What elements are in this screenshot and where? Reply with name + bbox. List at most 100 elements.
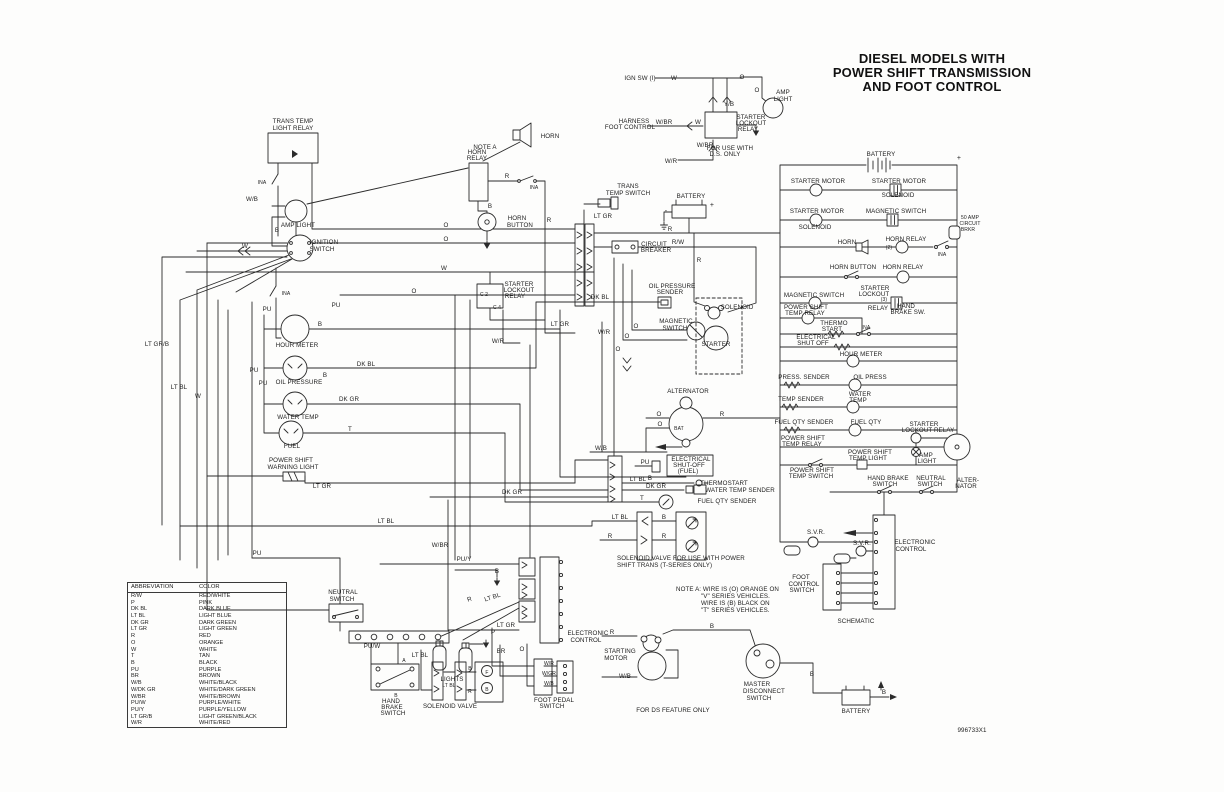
- power-shift-warning-light: [282, 471, 306, 482]
- label-note-a-4: "T" SERIES VEHICLES.: [701, 607, 770, 614]
- label-wire-o-f: O: [520, 646, 525, 653]
- label-wire-o-i: O: [616, 346, 621, 353]
- ignition-switch: [286, 234, 314, 262]
- ps-solenoid-valve: [599, 511, 707, 561]
- label-l-slr-1: STARTER: [909, 421, 938, 428]
- label-wire-dkgr-b: DK GR: [502, 489, 523, 496]
- label-wire-yb: Y/B: [724, 101, 734, 108]
- label-wire-pu-b: PU: [332, 302, 341, 309]
- label-wire-ltbl-d: LT BL: [442, 683, 455, 689]
- amp-light-top-lamp: [762, 97, 784, 119]
- label-ttlr-1: TRANS TEMP: [273, 118, 314, 125]
- label-l-ps-temp-sw-2: TEMP SWITCH: [789, 473, 833, 480]
- label-oil-pressure: OIL PRESSURE: [276, 379, 323, 386]
- label-hand-brake-2: BRAKE: [381, 704, 402, 711]
- trans-temp-light-rel: [267, 132, 319, 164]
- label-master-disc-1: MASTER: [744, 681, 771, 688]
- label-wire-dkgr-c: DK GR: [646, 483, 667, 490]
- label-l-ps-temp-light-1: POWER SHIFT: [848, 449, 892, 456]
- wires-left: [161, 162, 687, 631]
- label-wire-ltgr-c: LT GR: [594, 213, 613, 220]
- label-fcs-3: SWITCH: [789, 587, 814, 594]
- label-pswl-2: WARNING LIGHT: [268, 464, 319, 471]
- thermostart-icon: [695, 479, 703, 487]
- label-l-starter-motor-2: STARTER MOTOR: [872, 178, 927, 185]
- label-note-a-3: WIRE IS (B) BLACK ON: [701, 600, 770, 607]
- starter-lockout-relay-top: [704, 97, 784, 139]
- label-fps-wr: W/R: [544, 661, 554, 667]
- label-wire-ltbl-a: LT BL: [171, 384, 188, 391]
- label-ec-bottom-2: CONTROL: [571, 637, 602, 644]
- label-sv-note-2: SHIFT TRANS (T-SERIES ONLY): [617, 562, 712, 569]
- label-c2: C 2: [480, 292, 488, 298]
- starting-motor-icon: [637, 634, 679, 681]
- label-wire-wr-a: W/R: [665, 158, 678, 165]
- label-wire-b-e: B: [488, 203, 492, 210]
- label-wire-r-a: R: [505, 173, 510, 180]
- label-wire-w-a: W: [671, 75, 677, 82]
- label-amp-light-left: AMP LIGHT: [281, 222, 315, 229]
- label-l-hour-meter: HOUR METER: [840, 351, 883, 358]
- label-l-magnetic-sw-1: MAGNETIC SWITCH: [866, 208, 926, 215]
- label-ina-b: INA: [282, 291, 291, 297]
- label-part-number: 996733X1: [957, 727, 986, 734]
- electronic-control-bottom-box: [539, 556, 564, 644]
- label-alternator: ALTERNATOR: [667, 388, 709, 395]
- wires-horn: [477, 141, 601, 334]
- label-amp-light-top-1: AMP: [776, 89, 790, 96]
- label-wire-b-a: B: [275, 227, 279, 234]
- label-oil-press-sender-2: SENDER: [657, 289, 684, 296]
- label-l-temp-sender: TEMP SENDER: [778, 396, 824, 403]
- horn-relay-box: [468, 162, 489, 202]
- label-wire-pu-c: PU: [250, 367, 259, 374]
- label-sv-f: F: [485, 670, 488, 676]
- starter-solenoid: [707, 306, 721, 320]
- label-sv-b2: B: [485, 687, 489, 693]
- label-l-hand-brake-sw-2: BRAKE SW.: [891, 309, 926, 316]
- label-schematic: SCHEMATIC: [838, 618, 875, 625]
- label-wire-ltbl-c: LT BL: [412, 652, 429, 659]
- label-wire-o-g: O: [634, 323, 639, 330]
- label-tts-2: TEMP SWITCH: [606, 190, 650, 197]
- svr-circuits: [783, 536, 867, 564]
- label-fuel-qty-sender: FUEL QTY SENDER: [698, 498, 757, 505]
- label-l-alternator-1: ALTER-: [957, 477, 979, 484]
- connector-column-upper: [574, 223, 595, 307]
- solenoid-valve-bottom: [431, 661, 504, 703]
- label-wire-o-c: O: [444, 222, 449, 229]
- label-l-cbrk-3: BRKR: [961, 227, 976, 233]
- label-oil-press-sender-1: OIL PRESSURE: [649, 283, 696, 290]
- label-wire-rw: R/W: [672, 239, 684, 246]
- label-wire-r-g: R: [662, 533, 667, 540]
- label-svr-2: S.V.R.: [853, 540, 871, 547]
- label-horn: HORN: [541, 133, 560, 140]
- label-slr-mid-3: RELAY: [505, 293, 525, 300]
- label-fps-wb: W/B: [544, 681, 554, 687]
- label-l-starter-lockout-1: STARTER: [860, 285, 889, 292]
- ina-switch-b: [269, 285, 277, 297]
- label-l-fuel-qty: FUEL QTY: [851, 419, 882, 426]
- hand-brake-switch-box: [370, 663, 420, 691]
- label-l-starter-lockout-2: LOCKOUT: [859, 291, 890, 298]
- label-l-hand-brake-sw-1: HAND: [897, 303, 915, 310]
- horn-button: [477, 212, 497, 250]
- foot-pedal-switch-box: [533, 658, 574, 696]
- label-pswl-1: POWER SHIFT: [269, 457, 313, 464]
- label-tts-1: TRANS: [617, 183, 638, 190]
- label-wire-puw: PU/W: [364, 643, 381, 650]
- label-magnetic-sw-1: MAGNETIC: [659, 318, 693, 325]
- label-wire-w-d: W: [441, 265, 447, 272]
- label-l-elec-shutoff-2: SHUT OFF: [797, 340, 829, 347]
- battery-bottom-box: [841, 685, 871, 706]
- label-slr-top-1: STARTER: [736, 114, 765, 121]
- label-l-amp-1: AMP: [919, 452, 933, 459]
- label-fcs-2: CONTROL: [789, 581, 820, 588]
- label-wire-wr-b: W/R: [598, 329, 611, 336]
- label-wire-dkbl-b: DK BL: [591, 294, 610, 301]
